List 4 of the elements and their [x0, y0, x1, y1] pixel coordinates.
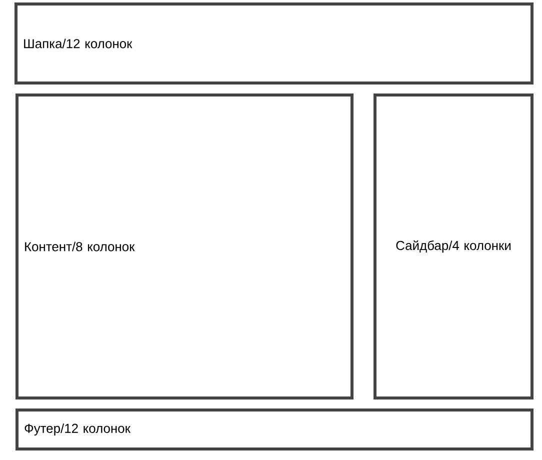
footer-block: Футер/12 колонок — [16, 408, 534, 450]
sidebar-block: Сайдбар/4 колонки — [374, 94, 534, 400]
header-block: Шапка/12 колонок — [14, 2, 534, 84]
content-block: Контент/8 колонок — [16, 94, 354, 400]
